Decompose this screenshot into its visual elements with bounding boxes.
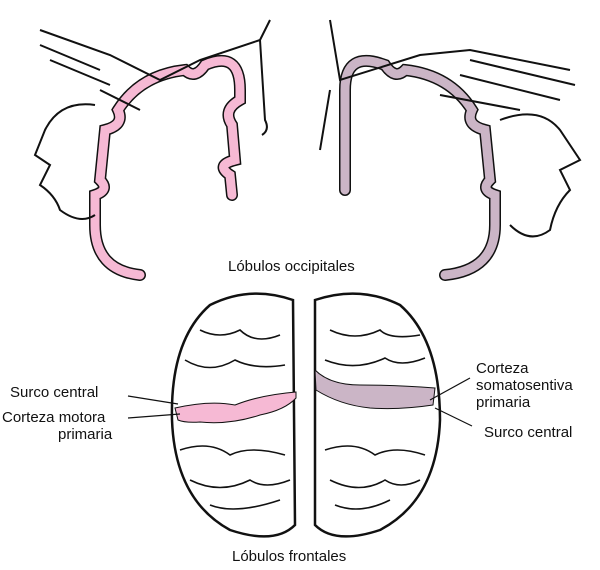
homunculus-hand-icon (39, 19, 271, 136)
right-central-sulcus-label: Surco central (484, 424, 573, 441)
homunculus-face-icon (33, 103, 96, 220)
left-central-sulcus-label: Surco central (10, 384, 99, 401)
sensory-cortex-strip (314, 368, 436, 410)
sensory-section (319, 19, 582, 281)
sensory-cortex-label-line3: primaria (476, 394, 531, 411)
pointer-sensory-cortex (429, 377, 471, 401)
sensory-cortex-band (340, 56, 500, 280)
pointer-left-sulcus (127, 395, 179, 405)
motor-section (33, 19, 271, 281)
pointer-motor-cortex (127, 413, 181, 419)
brain-top-view (127, 292, 473, 538)
frontal-lobes-label: Lóbulos frontales (232, 548, 347, 565)
motor-cortex-band (89, 55, 246, 281)
occipital-lobes-label: Lóbulos occipitales (228, 258, 355, 275)
motor-cortex-label-line1: Corteza motora (2, 409, 106, 426)
sensory-cortex-label-line2: somatosentiva (476, 377, 573, 394)
homunculus-face-icon (499, 113, 582, 238)
motor-cortex-strip (174, 391, 297, 424)
homunculus-hand-icon (319, 19, 576, 151)
pointer-right-sulcus (434, 407, 473, 427)
right-hemisphere (313, 292, 442, 538)
sensory-cortex-label-line1: Corteza (476, 360, 529, 377)
motor-cortex-label-line2: primaria (58, 426, 113, 443)
